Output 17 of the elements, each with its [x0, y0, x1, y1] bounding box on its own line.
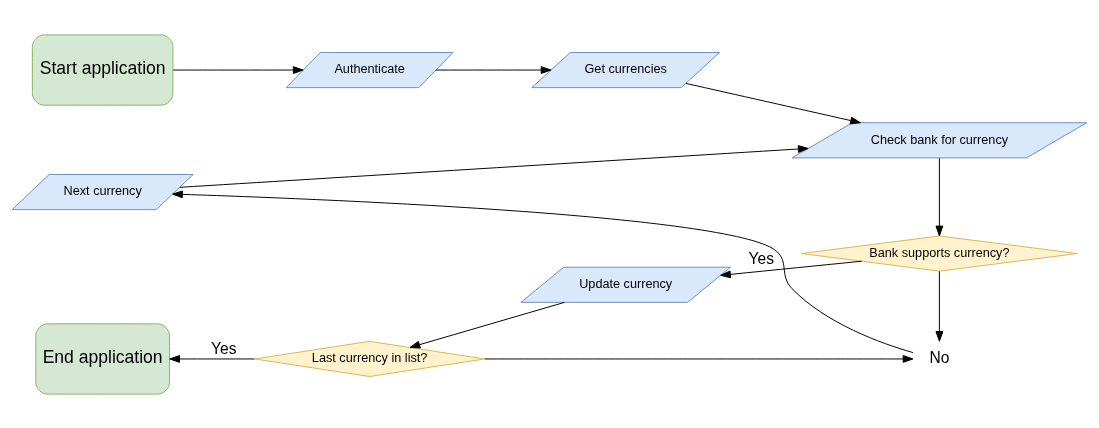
arrow: [935, 157, 944, 236]
node-diamond: Bank supports currency?: [801, 235, 1078, 272]
arrow: [409, 301, 565, 348]
arrow: [172, 65, 304, 74]
arrow: [720, 260, 863, 278]
arrow: [435, 65, 552, 74]
node-box: End application: [35, 322, 170, 395]
node-text: No: [929, 348, 950, 366]
edge-label: Yes: [211, 339, 237, 357]
arrow: [685, 82, 861, 124]
arrow: [935, 270, 944, 342]
edge-label: Yes: [748, 249, 775, 267]
arrow: [169, 354, 255, 363]
node-box: Start application: [31, 33, 174, 106]
arrow: [179, 144, 809, 188]
arrow: [484, 354, 914, 363]
arrow: [172, 189, 914, 353]
